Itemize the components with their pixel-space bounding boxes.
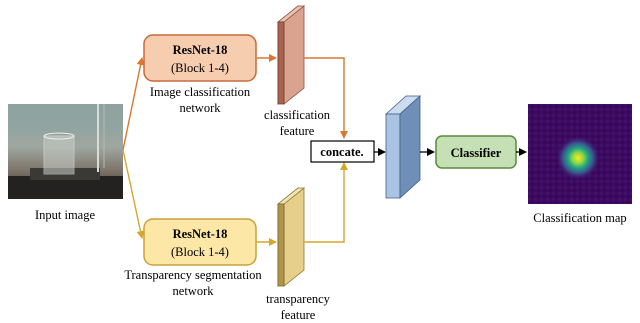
transparency-network-title: ResNet-18 — [173, 227, 228, 241]
classification-network-subtitle: (Block 1-4) — [171, 61, 229, 75]
classification-feature-block — [276, 5, 306, 105]
transparency-feature-block — [276, 187, 306, 287]
classification-feature-label-2: feature — [280, 124, 315, 138]
classification-feature-label-1: classification — [264, 108, 331, 122]
classification-network-caption-1: Image classification — [150, 85, 251, 99]
input-image — [8, 104, 123, 199]
transparency-feature-label-2: feature — [281, 308, 316, 322]
arrow-input-to-transparency-net — [122, 149, 145, 239]
transparency-network-caption-2: network — [173, 284, 215, 298]
transparency-network-subtitle: (Block 1-4) — [171, 245, 229, 259]
classifier-label: Classifier — [451, 146, 502, 160]
fused-feature-block — [384, 95, 422, 199]
input-image-label: Input image — [35, 208, 96, 222]
concat-label: concate. — [320, 145, 363, 159]
classification-map-image — [528, 104, 632, 204]
classification-network-caption-2: network — [180, 101, 222, 115]
classification-network-title: ResNet-18 — [173, 43, 228, 57]
arrow-input-to-classification-net — [122, 57, 145, 151]
arrow-classification-feature-to-concat — [304, 57, 348, 139]
transparency-network-caption-1: Transparency segmentation — [124, 268, 262, 282]
classification-map-label: Classification map — [533, 211, 626, 225]
transparency-feature-label-1: transparency — [266, 292, 331, 306]
arrow-transparency-feature-to-concat — [304, 162, 348, 243]
